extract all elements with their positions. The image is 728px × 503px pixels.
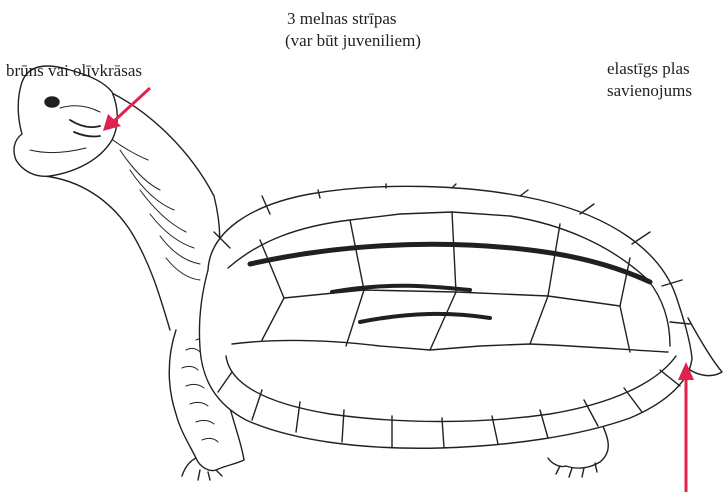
label-head-color: brūns vai olīvkrāsas [6,60,142,82]
label-shell-stripes-line2: (var būt juveniliem) [285,30,421,52]
label-hinge-line1: elastīgs plas [607,58,692,80]
label-shell-stripes: 3 melnas strīpas (var būt juveniliem) [287,8,421,52]
turtle-head [14,66,117,176]
turtle-eye [45,97,59,107]
label-hinge: elastīgs plas savienojums [607,58,692,102]
label-shell-stripes-line1: 3 melnas strīpas [287,8,421,30]
label-hinge-line2: savienojums [607,80,692,102]
